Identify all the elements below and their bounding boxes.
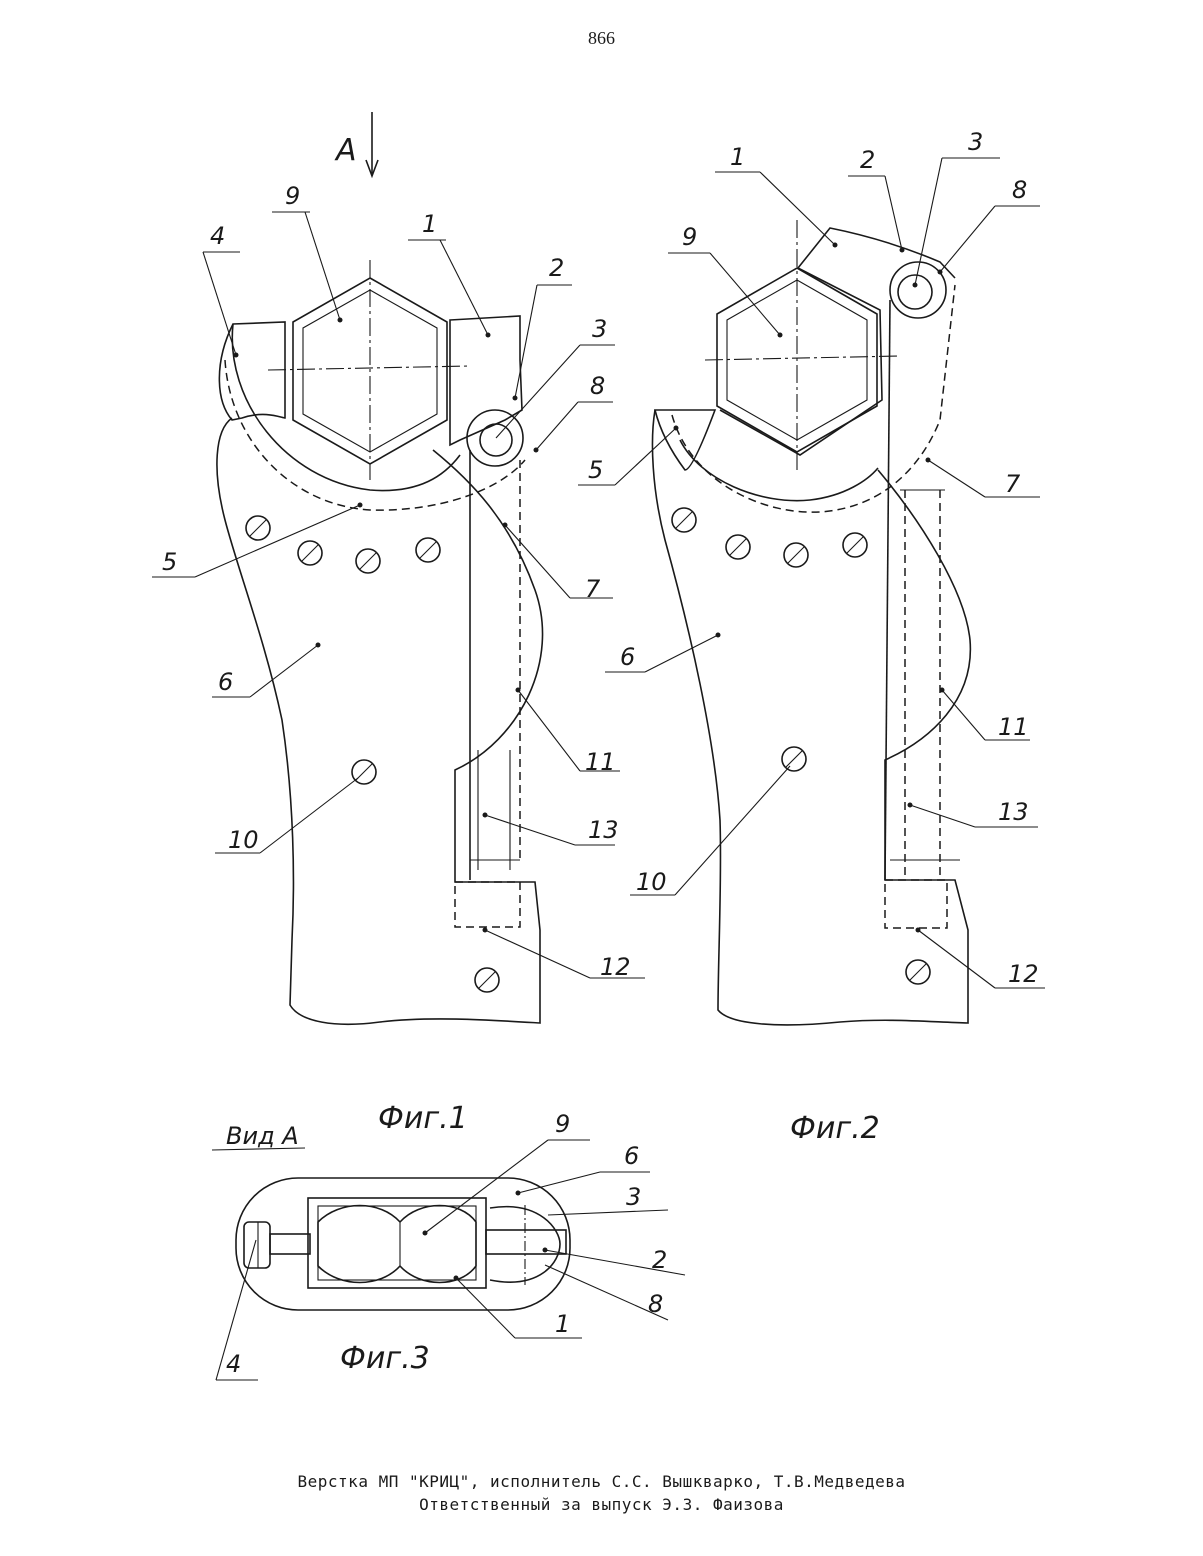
fig3-pin <box>486 1230 566 1254</box>
svg-text:2: 2 <box>652 1246 667 1274</box>
fig3-nut <box>318 1206 476 1283</box>
svg-text:6: 6 <box>218 668 233 696</box>
fig1-body-outline <box>217 418 543 1024</box>
fig2-pin <box>898 275 932 309</box>
fig1-jaw-arc <box>232 324 460 491</box>
fig3-view-title: Вид А <box>226 1122 299 1150</box>
svg-text:1: 1 <box>730 143 745 171</box>
footer-responsible: Ответственный за выпуск Э.З. Фаизова <box>0 1493 1203 1516</box>
fig2-body-outline <box>652 410 970 1025</box>
svg-text:7: 7 <box>1005 470 1021 498</box>
svg-text:12: 12 <box>1008 960 1039 988</box>
svg-text:3: 3 <box>968 128 983 156</box>
svg-text:13: 13 <box>998 798 1029 826</box>
svg-text:11: 11 <box>998 713 1029 741</box>
svg-text:3: 3 <box>626 1183 641 1211</box>
view-arrow-label: А <box>334 133 357 168</box>
figure-2: 1 2 3 8 9 5 7 6 11 13 10 12 Фиг.2 <box>578 128 1045 1146</box>
fig1-leaders <box>152 212 645 978</box>
fig1-caption: Фиг.1 <box>378 1101 468 1136</box>
fig3-caption: Фиг.3 <box>340 1341 430 1376</box>
svg-text:13: 13 <box>588 816 619 844</box>
fig1-pin <box>480 424 512 456</box>
fig2-upper-jaw <box>798 228 955 278</box>
fig2-dashed-arc <box>672 285 955 512</box>
svg-text:8: 8 <box>1012 176 1027 204</box>
fig1-pin-housing <box>467 410 523 466</box>
svg-text:8: 8 <box>648 1290 663 1318</box>
svg-text:8: 8 <box>590 372 605 400</box>
svg-text:5: 5 <box>588 456 603 484</box>
fig1-spring-block <box>455 882 520 927</box>
fig2-caption: Фиг.2 <box>790 1111 880 1146</box>
svg-text:6: 6 <box>620 643 635 671</box>
svg-text:11: 11 <box>585 748 616 776</box>
fig1-jaw <box>219 322 285 420</box>
svg-text:10: 10 <box>228 826 259 854</box>
svg-text:10: 10 <box>636 868 667 896</box>
svg-text:6: 6 <box>624 1142 639 1170</box>
fig3-knob <box>244 1222 270 1268</box>
svg-text:1: 1 <box>555 1310 570 1338</box>
fig3-labels: 9 6 3 2 8 1 4 <box>226 1110 667 1378</box>
fig2-jaw <box>655 410 715 470</box>
svg-text:7: 7 <box>585 575 601 603</box>
figure-3: Вид А 9 6 3 <box>212 1110 685 1380</box>
svg-text:4: 4 <box>210 222 225 250</box>
fig3-frame <box>308 1198 486 1288</box>
fig2-spring-block <box>885 880 947 928</box>
footer-credits: Верстка МП "КРИЦ", исполнитель С.С. Вышк… <box>0 1470 1203 1493</box>
fig1-screws <box>246 516 499 992</box>
svg-text:3: 3 <box>592 315 607 343</box>
fig2-labels: 1 2 3 8 9 5 7 6 11 13 10 12 <box>588 128 1039 988</box>
svg-text:2: 2 <box>860 146 875 174</box>
svg-text:4: 4 <box>226 1350 241 1378</box>
svg-text:5: 5 <box>162 548 177 576</box>
fig1-labels: 9 4 1 2 3 8 5 7 6 11 13 10 12 <box>162 182 631 981</box>
figure-1: А <box>152 112 645 1136</box>
svg-text:1: 1 <box>422 210 437 238</box>
footer: Верстка МП "КРИЦ", исполнитель С.С. Вышк… <box>0 1470 1203 1516</box>
svg-text:12: 12 <box>600 953 631 981</box>
svg-text:2: 2 <box>549 254 564 282</box>
svg-text:9: 9 <box>555 1110 570 1138</box>
fig2-leaders <box>578 158 1045 988</box>
fig3-leaders <box>216 1140 685 1380</box>
svg-text:9: 9 <box>682 223 697 251</box>
fig2-jaw-arc <box>680 440 878 501</box>
svg-text:9: 9 <box>285 182 300 210</box>
